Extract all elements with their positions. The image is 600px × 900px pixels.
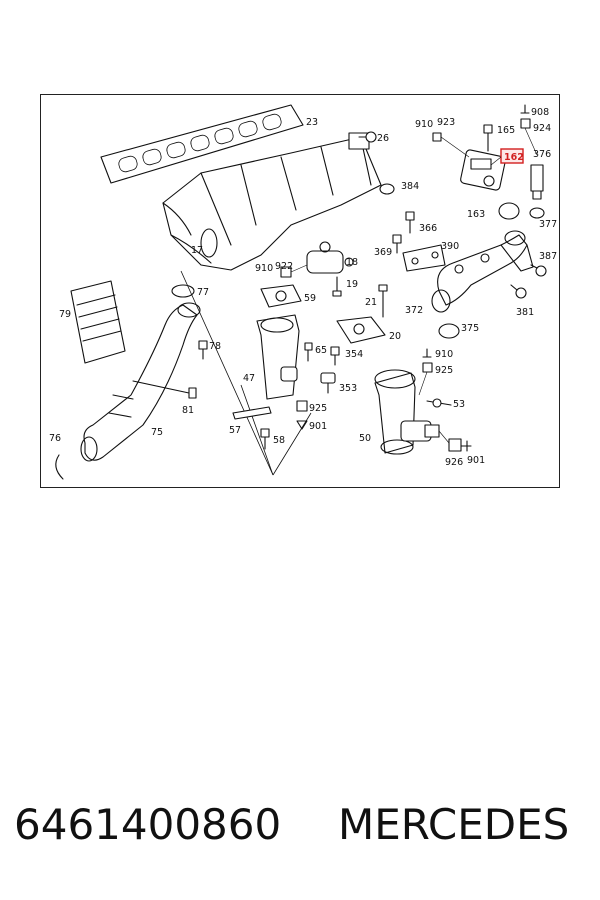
label-76: 76	[49, 433, 61, 444]
label-372: 372	[405, 305, 423, 316]
label-369: 369	[374, 247, 392, 258]
label-20: 20	[389, 331, 401, 342]
pressure-sensor	[520, 104, 545, 219]
label-377: 377	[539, 219, 557, 230]
bolt-381	[510, 284, 527, 299]
intake-manifold	[162, 132, 382, 271]
label-387: 387	[539, 251, 557, 262]
label-354: 354	[345, 349, 363, 360]
label-77: 77	[197, 287, 209, 298]
label-18: 18	[346, 257, 358, 268]
bolt-354	[330, 346, 340, 366]
gasket-77	[171, 284, 195, 298]
bolt-58	[260, 428, 270, 450]
bolt-165	[483, 124, 493, 152]
label-925-b: 925	[435, 365, 453, 376]
bolt-366	[405, 211, 415, 234]
highlighted-part-162[interactable]: 162	[490, 148, 524, 166]
label-79: 79	[59, 309, 71, 320]
lever-53	[426, 398, 452, 408]
plate-20	[336, 316, 386, 344]
label-53: 53	[453, 399, 465, 410]
actuator-18	[280, 241, 354, 278]
label-58: 58	[273, 435, 285, 446]
bolt-26	[358, 131, 377, 143]
label-390: 390	[441, 241, 459, 252]
label-923: 923	[437, 117, 455, 128]
label-78: 78	[209, 341, 221, 352]
label-910-b: 910	[255, 263, 273, 274]
label-924: 924	[533, 123, 551, 134]
clamp-384	[379, 183, 395, 195]
guide-line	[240, 384, 312, 476]
bracket-390	[402, 244, 446, 272]
parts-diagram: 23 26 910 923 165 908 924 376 384 366 16…	[40, 94, 560, 488]
brand-name: MERCEDES	[338, 800, 570, 849]
label-19: 19	[346, 279, 358, 290]
bolt-387	[530, 264, 547, 277]
label-59: 59	[304, 293, 316, 304]
egr-cooler-79	[70, 280, 126, 364]
egr-valve-47	[256, 314, 300, 400]
label-376: 376	[533, 149, 551, 160]
bolt-21	[378, 284, 388, 318]
label-65: 65	[315, 345, 327, 356]
bolt-19	[332, 276, 342, 297]
bolt-81	[132, 380, 197, 399]
label-366: 366	[419, 223, 437, 234]
exploded-view-drawing: 23 26 910 923 165 908 924 376 384 366 16…	[49, 104, 557, 480]
label-901-b: 901	[467, 455, 485, 466]
label-353: 353	[339, 383, 357, 394]
label-926: 926	[445, 457, 463, 468]
label-23: 23	[306, 117, 318, 128]
bolt-65	[304, 342, 313, 362]
part-labels: 23 26 910 923 165 908 924 376 384 366 16…	[49, 107, 557, 468]
label-26: 26	[377, 133, 389, 144]
connector-925	[296, 400, 308, 430]
label-901: 901	[309, 421, 327, 432]
label-21: 21	[365, 297, 377, 308]
label-922: 922	[275, 261, 293, 272]
label-17: 17	[191, 245, 203, 256]
highlighted-part-label: 162	[504, 152, 524, 163]
label-384: 384	[401, 181, 419, 192]
guide-line	[180, 270, 274, 476]
manifold-gasket	[100, 104, 304, 184]
part-number: 6461400860	[14, 800, 282, 849]
label-910-c: 910	[435, 349, 453, 360]
gasket-375	[438, 323, 460, 339]
caption-bar: 6461400860 MERCEDES	[0, 800, 600, 870]
label-375: 375	[461, 323, 479, 334]
clip-76	[55, 454, 64, 480]
bolt-369	[392, 234, 402, 254]
sensor-353	[320, 372, 336, 394]
throttle-body-50	[374, 369, 440, 455]
label-381: 381	[516, 307, 534, 318]
label-910: 910	[415, 119, 433, 130]
label-57: 57	[229, 425, 241, 436]
connector-910	[418, 348, 433, 396]
label-81: 81	[182, 405, 194, 416]
label-50: 50	[359, 433, 371, 444]
gasket-163	[498, 202, 520, 220]
label-47: 47	[243, 373, 255, 384]
connector-926	[438, 430, 472, 452]
coolant-pipe	[431, 230, 534, 313]
label-75: 75	[151, 427, 163, 438]
flange-gasket-59	[260, 284, 302, 308]
label-908: 908	[531, 107, 549, 118]
label-925: 925	[309, 403, 327, 414]
bracket-57	[232, 406, 272, 420]
sensor-housing	[432, 132, 506, 191]
label-163: 163	[467, 209, 485, 220]
bolt-78	[198, 340, 208, 360]
label-165: 165	[497, 125, 515, 136]
